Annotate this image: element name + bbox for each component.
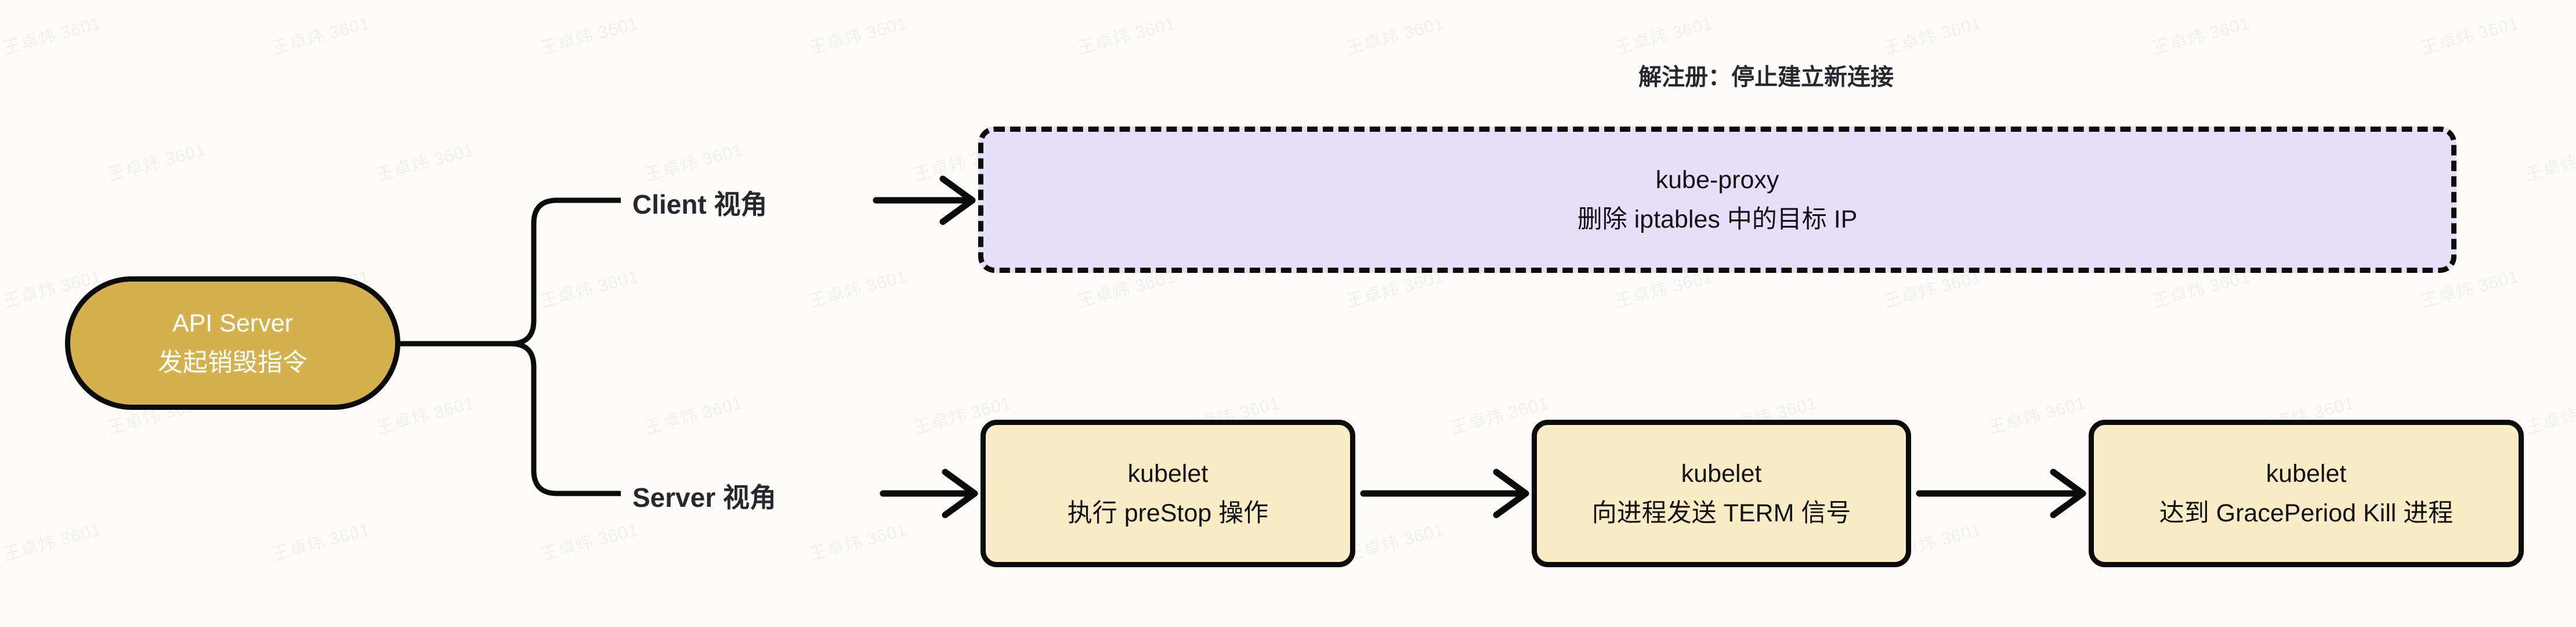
node-kube-proxy-line2: 删除 iptables 中的目标 IP xyxy=(1577,206,1858,233)
watermark-text: 王卓炜 3601 xyxy=(1344,13,1447,59)
watermark-text: 王卓炜 3601 xyxy=(1,520,104,565)
watermark-text: 王卓炜 3601 xyxy=(270,520,372,565)
watermark-text: 王卓炜 3601 xyxy=(2150,13,2253,59)
watermark-text: 王卓炜 3601 xyxy=(1882,13,1984,59)
watermark-text: 王卓炜 3601 xyxy=(2419,13,2521,59)
arrow-kubelet-2-to-3 xyxy=(1916,469,2086,518)
watermark-text: 王卓炜 3601 xyxy=(2523,394,2576,438)
node-kube-proxy-line1: kube-proxy xyxy=(1655,165,1779,194)
node-kubelet-prestop-line1: kubelet xyxy=(1127,459,1209,488)
watermark-text: 王卓炜 3601 xyxy=(1613,13,1716,59)
watermark-text: 王卓炜 3601 xyxy=(106,140,208,185)
watermark-text: 王卓炜 3601 xyxy=(538,266,641,312)
watermark-text: 王卓炜 3601 xyxy=(807,13,910,59)
watermark-text: 王卓炜 3601 xyxy=(643,393,746,438)
watermark-text: 王卓炜 3601 xyxy=(1,13,104,59)
watermark-text: 王卓炜 3601 xyxy=(538,13,641,59)
node-kubelet-prestop-line2: 执行 preStop 操作 xyxy=(1067,499,1269,527)
node-kubelet-graceperiod-kill-line1: kubelet xyxy=(2266,459,2347,488)
watermark-text: 王卓炜 3601 xyxy=(807,266,910,312)
watermark-text: 王卓炜 3601 xyxy=(1076,13,1178,59)
section-title: 解注册：停止建立新连接 xyxy=(1638,64,1894,90)
node-api-server-line1: API Server xyxy=(172,309,293,337)
node-api-server-line2: 发起销毁指令 xyxy=(158,349,307,377)
node-kubelet-term[interactable]: kubelet 向进程发送 TERM 信号 xyxy=(1532,420,1911,567)
connector-branch-client xyxy=(510,197,621,347)
watermark-text: 王卓炜 3601 xyxy=(538,520,641,565)
watermark-text: 王卓炜 3601 xyxy=(643,140,746,185)
watermark-text: 王卓炜 3601 xyxy=(1344,520,1447,565)
watermark-text: 王卓炜 3601 xyxy=(374,140,477,185)
arrow-kubelet-1-to-2 xyxy=(1360,469,1529,518)
node-api-server[interactable]: API Server 发起销毁指令 xyxy=(65,276,400,410)
arrow-client-to-kube-proxy xyxy=(873,175,976,225)
node-kubelet-term-line1: kubelet xyxy=(1681,459,1762,488)
node-kubelet-term-line2: 向进程发送 TERM 信号 xyxy=(1591,499,1851,527)
node-kubelet-graceperiod-kill-line2: 达到 GracePeriod Kill 进程 xyxy=(2159,499,2454,527)
node-kubelet-graceperiod-kill[interactable]: kubelet 达到 GracePeriod Kill 进程 xyxy=(2089,420,2524,567)
watermark-text: 王卓炜 3601 xyxy=(1986,393,2089,438)
branch-label-server: Server 视角 xyxy=(632,482,777,513)
node-kubelet-prestop[interactable]: kubelet 执行 preStop 操作 xyxy=(981,420,1355,567)
node-kube-proxy[interactable]: kube-proxy 删除 iptables 中的目标 IP xyxy=(978,127,2456,273)
arrow-server-to-kubelet-1 xyxy=(880,469,978,518)
watermark-text: 王卓炜 3601 xyxy=(807,520,910,565)
watermark-text: 王卓炜 3601 xyxy=(2523,140,2576,185)
watermark-text: 王卓炜 3601 xyxy=(270,13,372,59)
branch-label-client: Client 视角 xyxy=(632,189,768,219)
connector-branch-server xyxy=(510,341,621,496)
watermark-text: 王卓炜 3601 xyxy=(374,393,477,438)
